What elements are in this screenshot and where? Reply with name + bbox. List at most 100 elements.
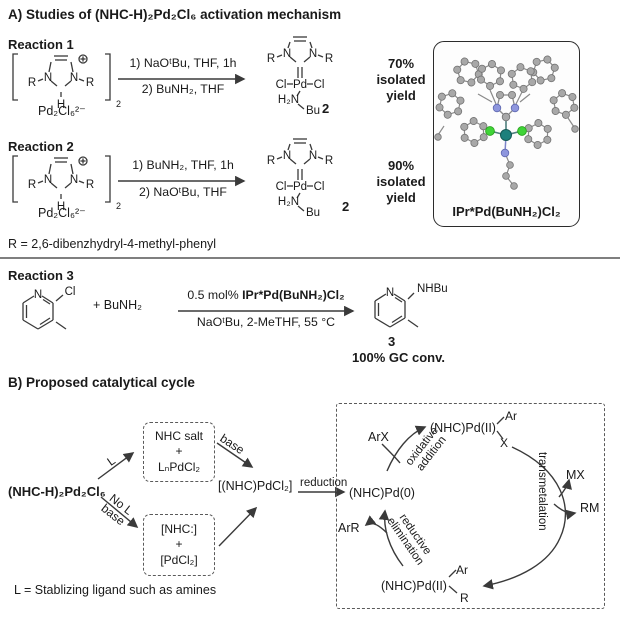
reaction-arrows (118, 73, 355, 317)
x-substituent-top: X (500, 436, 509, 450)
atom-cl: Cl (65, 286, 76, 298)
compound-number-2: 2 (322, 101, 330, 116)
atom-n: N (309, 150, 317, 162)
gc-conversion: 100% GC conv. (352, 350, 445, 365)
pdII-arx-species: (NHC)Pd(II) (430, 421, 496, 435)
pd0-species: (NHC)Pd(0) (349, 486, 415, 500)
atom-cl: Cl (314, 79, 325, 91)
atom-n: N (283, 48, 291, 60)
r-group-definition: R = 2,6-dibenzhydryl-4-methyl-phenyl (8, 237, 217, 251)
reduction-label: reduction (300, 477, 348, 489)
group-r: R (325, 53, 333, 65)
group-h2n: H₂N (278, 196, 299, 208)
atom-h: H (57, 201, 65, 213)
crystal-structure-panel: IPr*Pd(BuNH₂)Cl₂ (431, 41, 583, 227)
reaction3-label: Reaction 3 (8, 268, 74, 283)
ar-substituent-top: Ar (505, 409, 517, 423)
reaction1-conditions-bottom: 2) BuNH₂, THF (141, 82, 225, 96)
group-r: R (86, 179, 94, 191)
pd-atom (500, 129, 512, 141)
group-nhbu: NHBu (417, 283, 448, 295)
group-r: R (267, 155, 275, 167)
counterion-label: Pd₂Cl₆²⁻ (38, 104, 86, 118)
metal-core (485, 91, 527, 190)
atom-n: N (283, 150, 291, 162)
n-atom (500, 148, 510, 158)
nhc-salt-box: NHC salt + LₙPdCl₂ (143, 422, 215, 482)
imidazolium-structure-r1: N N R R H 2 (12, 53, 121, 111)
arr-label: ArR (338, 521, 360, 535)
pdII-arr-species: (NHC)Pd(II) (381, 579, 447, 593)
bonds (12, 155, 111, 203)
bracket-subscript: 2 (116, 99, 121, 109)
catalyst-loading: 0.5 mol% (187, 288, 243, 302)
atom-n: N (44, 174, 52, 186)
rm-label: RM (580, 501, 600, 515)
reaction2-conditions-top: 1) BuNH₂, THF, 1h (132, 158, 234, 172)
catalytic-cycle-frame (336, 403, 605, 609)
cl-atom (485, 126, 495, 136)
reaction1-label: Reaction 1 (8, 37, 74, 52)
imidazolium-structure-r2: N N R R H 2 (12, 155, 121, 213)
complex2-structure-r2: N N R R Pd Cl Cl H₂N Bu (267, 138, 333, 219)
transmetalation-label: transmetalation (536, 452, 548, 531)
complex2-structure-r1: N N R R Pd Cl Cl H₂N Bu (267, 36, 333, 117)
compound-number-3: 3 (388, 334, 396, 349)
group-bu: Bu (306, 207, 320, 219)
box1-line3: LₙPdCl₂ (157, 459, 201, 474)
reaction1-yield: 70% isolated yield (376, 56, 426, 103)
bracket-subscript: 2 (116, 201, 121, 211)
aryl-clusters (431, 53, 583, 154)
mx-label: MX (566, 468, 585, 482)
atom-h: H (57, 99, 65, 111)
reaction1-conditions-top: 1) NaOᵗBu, THF, 1h (129, 56, 237, 70)
cl-atom (517, 126, 527, 136)
box2-line2: + (175, 537, 183, 552)
group-r: R (28, 179, 36, 191)
r-substituent-bottom: R (460, 591, 469, 605)
atom-n: N (34, 289, 42, 301)
atom-n: N (44, 72, 52, 84)
crystal-caption: IPr*Pd(BuNH₂)Cl₂ (452, 204, 561, 219)
box2-line3: [PdCl₂] (160, 552, 198, 567)
ligand-note: L = Stablizing ligand such as amines (14, 583, 217, 597)
compound-number-2: 2 (342, 199, 350, 214)
reaction2-conditions-bottom: 2) NaOᵗBu, THF (139, 185, 227, 199)
box1-line2: + (175, 444, 183, 459)
xray-structure-art (431, 53, 583, 190)
plus-butylamine: + BuNH₂ (93, 298, 142, 312)
atom-n: N (70, 72, 78, 84)
cycle-arrows (97, 416, 577, 594)
atom-n: N (309, 48, 317, 60)
atom-n: N (70, 174, 78, 186)
bonds (12, 53, 111, 101)
group-r: R (325, 155, 333, 167)
reaction3-conditions-bottom: NaOᵗBu, 2-MeTHF, 55 °C (196, 315, 336, 329)
free-carbene-box: [NHC:] + [PdCl₂] (143, 514, 215, 576)
group-h2n: H₂N (278, 94, 299, 106)
nhc-pdcl2-intermediate: [(NHC)PdCl₂] (218, 479, 293, 493)
aminopyridine-structure: N NHBu (374, 283, 448, 328)
counterion-label: Pd₂Cl₆²⁻ (38, 206, 86, 220)
section-b-title: B) Proposed catalytical cycle (8, 375, 195, 390)
n-atom (492, 103, 502, 113)
catalyst-name: IPr*Pd(BuNH₂)Cl₂ (242, 288, 345, 302)
group-bu: Bu (306, 105, 320, 117)
box2-line1: [NHC:] (161, 521, 197, 536)
n-atom (510, 103, 520, 113)
group-r: R (28, 77, 36, 89)
arx-label: ArX (368, 430, 389, 444)
atom-cl: Cl (314, 181, 325, 193)
atom-pd: Pd (293, 181, 307, 193)
group-r: R (267, 53, 275, 65)
reaction2-yield: 90% isolated yield (376, 158, 426, 205)
bonds (276, 36, 324, 110)
box1-line1: NHC salt (154, 428, 203, 443)
section-divider (0, 257, 620, 259)
group-r: R (86, 77, 94, 89)
reaction2-label: Reaction 2 (8, 139, 74, 154)
ar-substituent-bottom: Ar (456, 563, 468, 577)
atom-cl: Cl (276, 79, 287, 91)
atom-n: N (386, 287, 394, 299)
